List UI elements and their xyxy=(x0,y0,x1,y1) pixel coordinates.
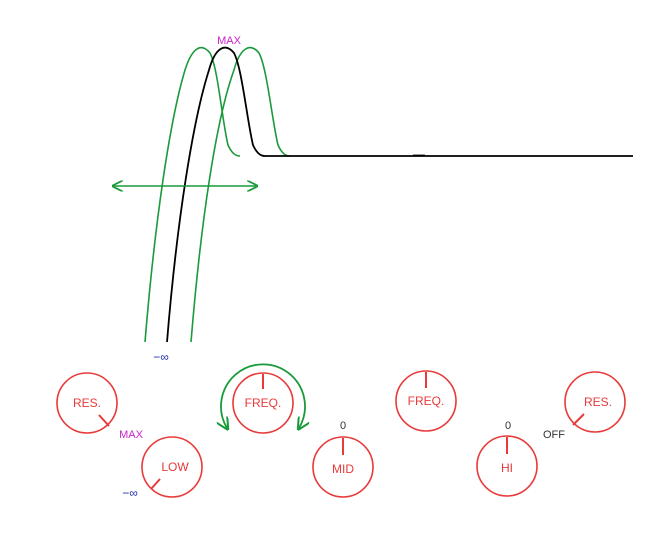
knob-freq-left[interactable]: FREQ. xyxy=(232,372,294,434)
knob-label: HI xyxy=(501,461,513,475)
knob-pointer xyxy=(572,413,585,426)
knob-res-left[interactable]: RES. xyxy=(56,372,118,434)
low-value-label: −∞ xyxy=(122,486,138,500)
curve-shifted-right xyxy=(190,46,291,343)
knob-label: FREQ. xyxy=(408,394,445,408)
response-curves xyxy=(144,46,633,343)
knob-pointer xyxy=(98,414,110,427)
knob-hi[interactable]: HI xyxy=(476,435,538,497)
rotation-arrow xyxy=(221,363,305,428)
peak-label: MAX xyxy=(217,35,242,47)
res-left-value-label: MAX xyxy=(119,429,144,441)
mid-value-label: 0 xyxy=(340,420,346,432)
knob-label: FREQ. xyxy=(245,396,282,410)
knob-label: MID xyxy=(332,462,354,476)
curve-shifted-left xyxy=(144,46,241,343)
hi-value-label: 0 xyxy=(505,420,511,432)
knob-pointer xyxy=(150,478,161,490)
knob-label: RES. xyxy=(584,395,612,409)
bottom-label: −∞ xyxy=(153,350,169,364)
knob-mid[interactable]: MID xyxy=(312,436,374,498)
knob-freq-right[interactable]: FREQ. xyxy=(395,370,457,432)
knob-label: LOW xyxy=(161,460,189,474)
res-right-value-label: OFF xyxy=(543,429,565,441)
curve-primary xyxy=(166,46,633,343)
knob-low[interactable]: LOW xyxy=(141,436,203,498)
knob-label: RES. xyxy=(73,396,101,410)
knob-res-right[interactable]: RES. xyxy=(564,371,626,433)
